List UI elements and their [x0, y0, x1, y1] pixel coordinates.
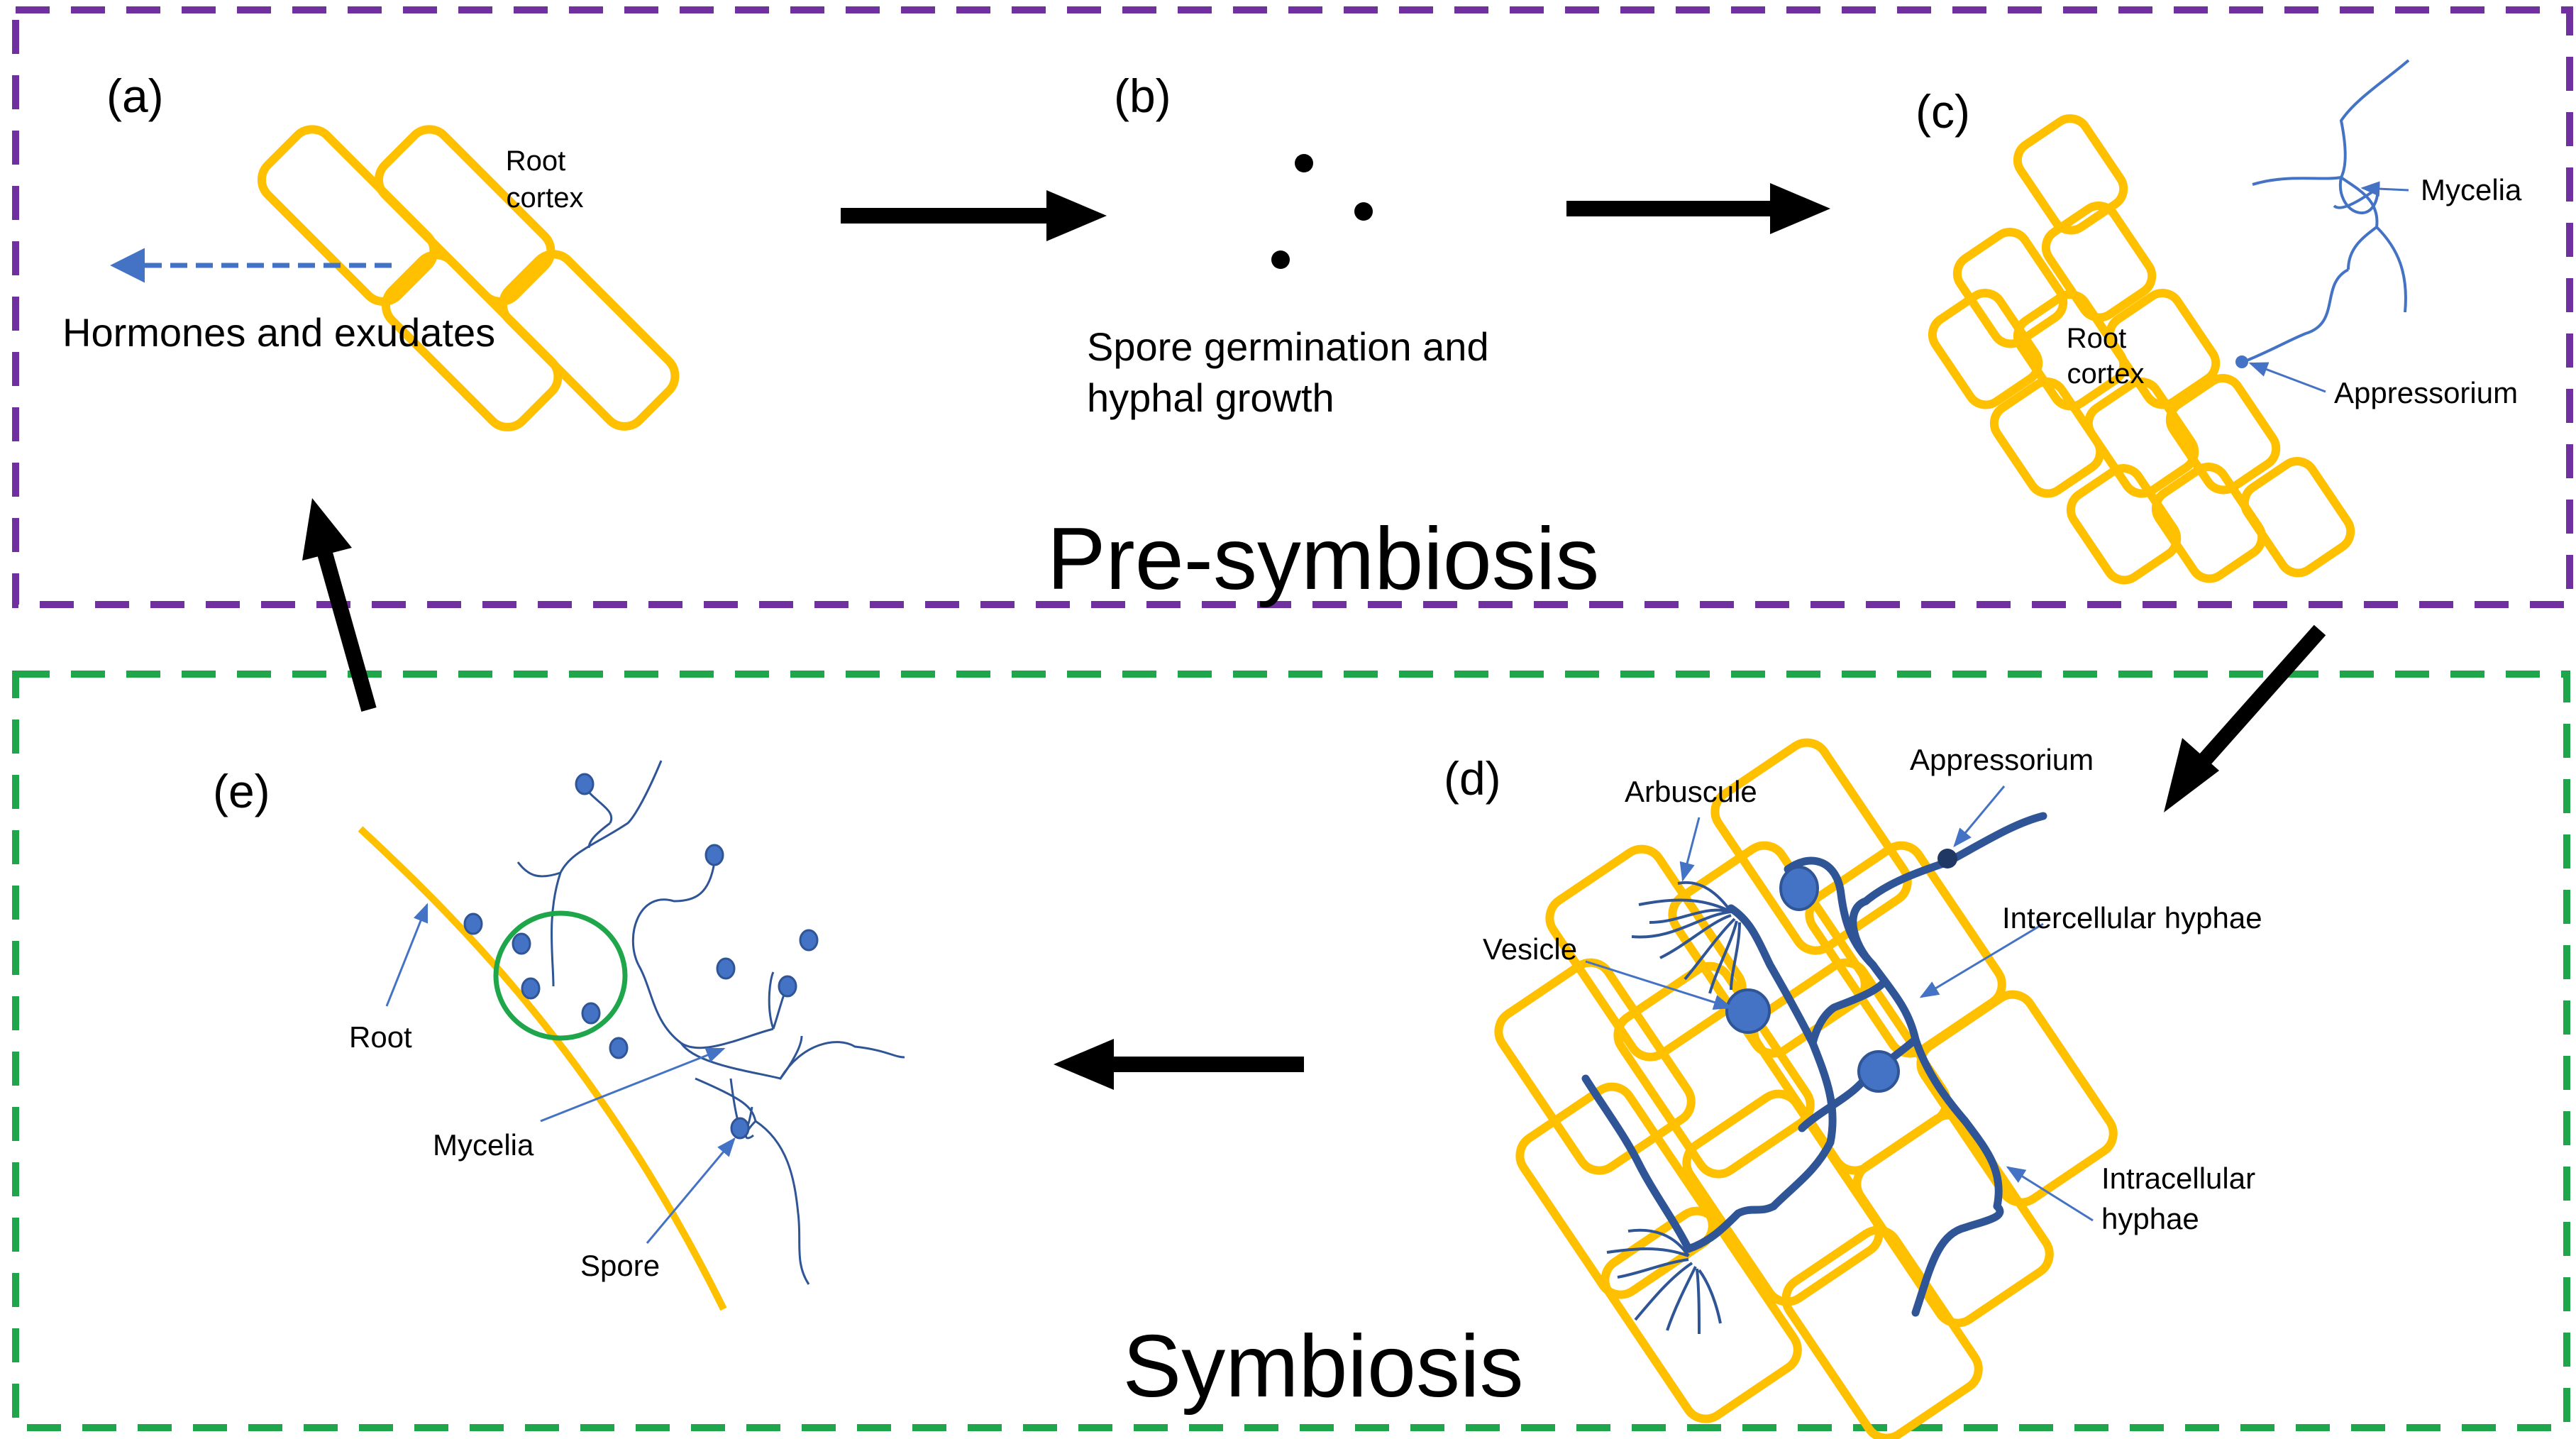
panel-d-appressorium-label: Appressorium — [1910, 743, 2094, 776]
panel-d-vesicles — [1725, 866, 1900, 1093]
flow-arrows — [302, 183, 2326, 1090]
panel-d-appressorium-dot — [1937, 849, 1957, 869]
panel-d-label: (d) — [1444, 752, 1501, 805]
panel-e-root — [358, 826, 727, 1311]
panel-d-intracellular-label-line2: hyphae — [2101, 1202, 2199, 1235]
panel-a-caption: Hormones and exudates — [62, 310, 495, 355]
panel-c-appressorium-pointer — [2248, 362, 2326, 393]
panel-a-label: (a) — [106, 70, 164, 122]
panel-d-arbuscule-lower — [1606, 1228, 1722, 1335]
panel-e-root-pointer — [385, 903, 429, 1007]
panel-e-root-label: Root — [349, 1020, 412, 1054]
symbiosis-title: Symbiosis — [1122, 1318, 1523, 1416]
panel-c-appressorium-label: Appressorium — [2334, 376, 2518, 409]
panel-d-arbuscule-upper — [1631, 881, 1741, 994]
panel-c-cell-label-cortex: cortex — [2067, 358, 2145, 390]
panel-d-appressorium-pointer — [1953, 785, 2006, 848]
panel-d-arbuscule-pointer — [1679, 817, 1701, 882]
panel-e-label: (e) — [213, 765, 270, 817]
panel-c-appressorium-dot — [2235, 355, 2248, 368]
panel-d-intercellular-pointer — [1919, 922, 2044, 998]
panel-c-label: (c) — [1916, 85, 1970, 138]
symbiosis-frame — [12, 671, 2570, 1431]
panel-e-spores — [463, 773, 819, 1140]
panel-e-spore-label: Spore — [580, 1249, 660, 1282]
panel-d-arbuscule-label: Arbuscule — [1625, 775, 1757, 808]
panel-e-mycelia-pointer — [540, 1047, 726, 1123]
pre-symbiosis-title: Pre-symbiosis — [1047, 510, 1600, 608]
pre-symbiosis-frame — [12, 6, 2573, 608]
panel-d-hyphae — [1581, 812, 2047, 1317]
panel-d-intracellular-pointer — [2006, 1166, 2094, 1222]
panel-c-root-cells — [1928, 114, 2355, 585]
panel-e-mycelia-label: Mycelia — [433, 1128, 534, 1162]
panel-c-mycelia — [2243, 59, 2410, 363]
panel-b-caption-line2: hyphal growth — [1087, 375, 1334, 420]
panel-e-mycelia — [516, 760, 905, 1285]
panel-b-caption-line1: Spore germination and — [1087, 324, 1489, 369]
panel-c-mycelia-label: Mycelia — [2421, 173, 2522, 206]
panel-a-cell-label-cortex: cortex — [507, 182, 584, 214]
panel-a-root-cells — [257, 125, 680, 431]
panel-a-cell-label-root: Root — [506, 145, 566, 177]
panel-e-highlight-circle — [493, 910, 628, 1041]
panel-e-spore-pointer — [646, 1137, 736, 1244]
panel-d-vesicle-label: Vesicle — [1483, 932, 1577, 966]
panel-d-intercellular-label: Intercellular hyphae — [2002, 901, 2262, 934]
panel-d-root-cells — [1494, 738, 2118, 1439]
panel-c-mycelia-pointer — [2360, 181, 2409, 197]
panel-b-spores — [1271, 154, 1373, 269]
panel-b-label: (b) — [1114, 70, 1171, 122]
panel-d-intracellular-label-line1: Intracellular — [2101, 1162, 2255, 1195]
panel-c-cell-label-root: Root — [2067, 323, 2127, 354]
panel-d-vesicle-pointer — [1585, 960, 1733, 1010]
